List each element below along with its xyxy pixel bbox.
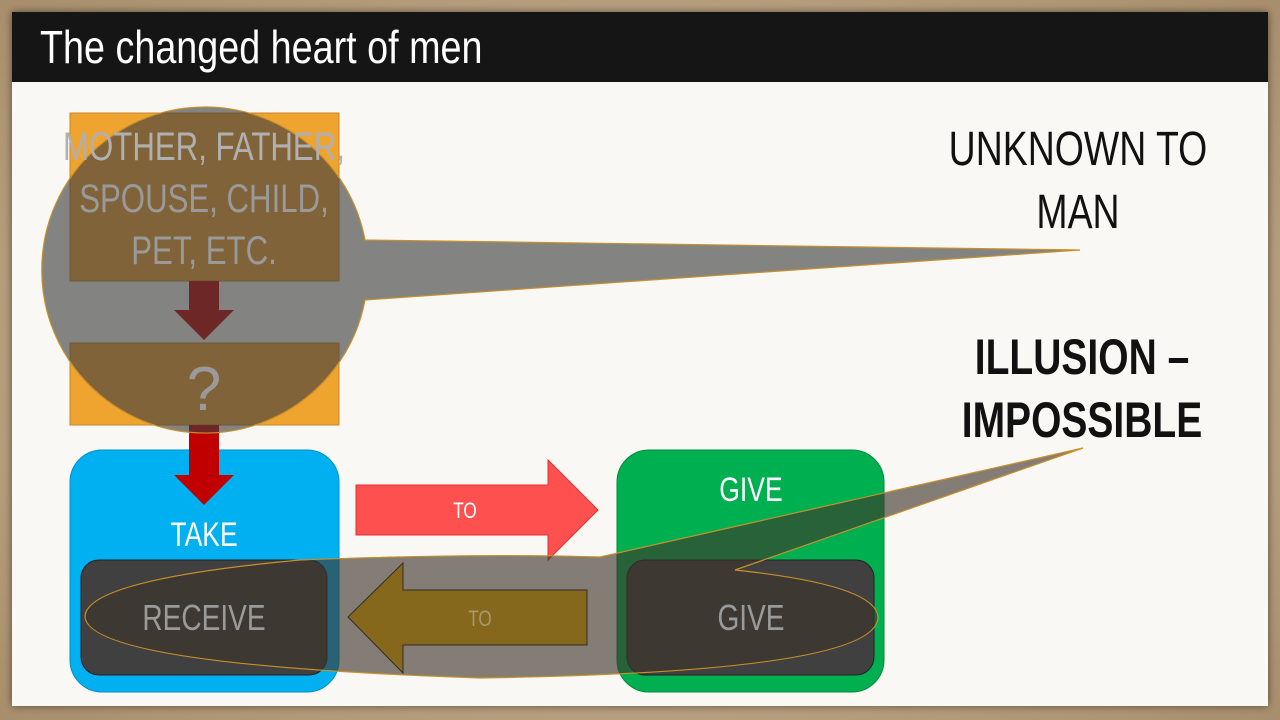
give-top-label: GIVE	[719, 471, 782, 509]
title-bar: The changed heart of men	[12, 12, 1268, 82]
relations-line-3: PET, ETC.	[131, 228, 277, 273]
give-inner-label: GIVE	[717, 598, 784, 638]
left-arrow-label: TO	[468, 607, 492, 632]
illusion-line-2: IMPOSSIBLE	[961, 392, 1203, 448]
receive-label: RECEIVE	[142, 598, 265, 638]
illusion-line-1: ILLUSION –	[974, 329, 1190, 385]
diagram: MOTHER, FATHER, SPOUSE, CHILD, PET, ETC.…	[41, 106, 1084, 693]
illusion-impossible-text: ILLUSION – IMPOSSIBLE	[926, 326, 1238, 452]
right-arrow	[355, 458, 599, 562]
relations-line-2: SPOUSE, CHILD,	[79, 176, 329, 221]
right-arrow-label: TO	[453, 499, 477, 524]
unknown-label: ?	[187, 355, 221, 424]
unknown-line-1: UNKNOWN TO	[948, 123, 1208, 176]
unknown-to-man-text: UNKNOWN TO MAN	[922, 118, 1234, 244]
take-label: TAKE	[170, 516, 237, 554]
slide: The changed heart of men MOTHER, FATHER,…	[12, 12, 1268, 706]
slide-title: The changed heart of men	[40, 21, 483, 73]
callout-circle-overlay	[41, 106, 1081, 434]
unknown-line-2: MAN	[1036, 186, 1120, 239]
relations-line-1: MOTHER, FATHER,	[63, 124, 345, 169]
down-arrow-2	[174, 425, 234, 505]
callout-oval-overlay	[84, 447, 1084, 679]
